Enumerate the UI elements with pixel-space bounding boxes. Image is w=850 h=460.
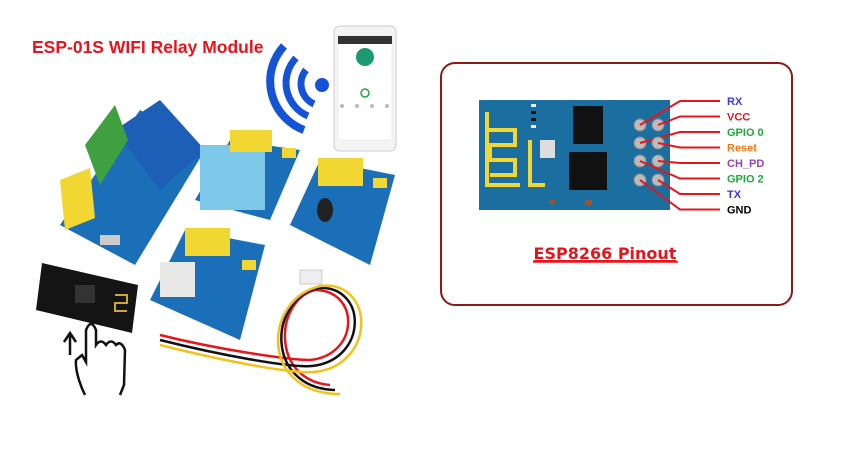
- pin-wire: [639, 179, 720, 211]
- cable-image: [159, 269, 363, 396]
- pin-wire: [657, 179, 720, 195]
- pinout-title: ESP8266 Pinout: [534, 244, 677, 263]
- product-title: ESP-01S WIFI Relay Module: [32, 37, 264, 57]
- pin-wire: [657, 115, 720, 126]
- pin-label: Reset: [727, 143, 757, 155]
- pin-label: GPIO 2: [727, 174, 764, 186]
- pin-wire: [639, 160, 720, 180]
- pin-wire: [639, 100, 720, 126]
- pin-label: VCC: [727, 112, 750, 124]
- pin-wire: [657, 142, 720, 149]
- wifi-signal-icon: [266, 43, 329, 134]
- smartphone-image: [333, 25, 397, 152]
- pin-label: GND: [727, 205, 752, 217]
- relay-module-image: [60, 100, 205, 265]
- pin-header: [633, 100, 720, 211]
- pin-label: CH_PD: [727, 158, 764, 170]
- connector-module-image: [150, 228, 265, 340]
- pin-label: GPIO 0: [727, 127, 764, 139]
- pin-label: TX: [727, 189, 742, 201]
- esp01-module-image: [36, 263, 138, 333]
- hand-pointer-icon: [62, 322, 127, 396]
- pin-label: RX: [727, 96, 743, 108]
- temperature-sensor-module-image: [290, 158, 395, 265]
- pin-wire: [657, 160, 720, 164]
- dht-sensor-module-image: [195, 130, 300, 220]
